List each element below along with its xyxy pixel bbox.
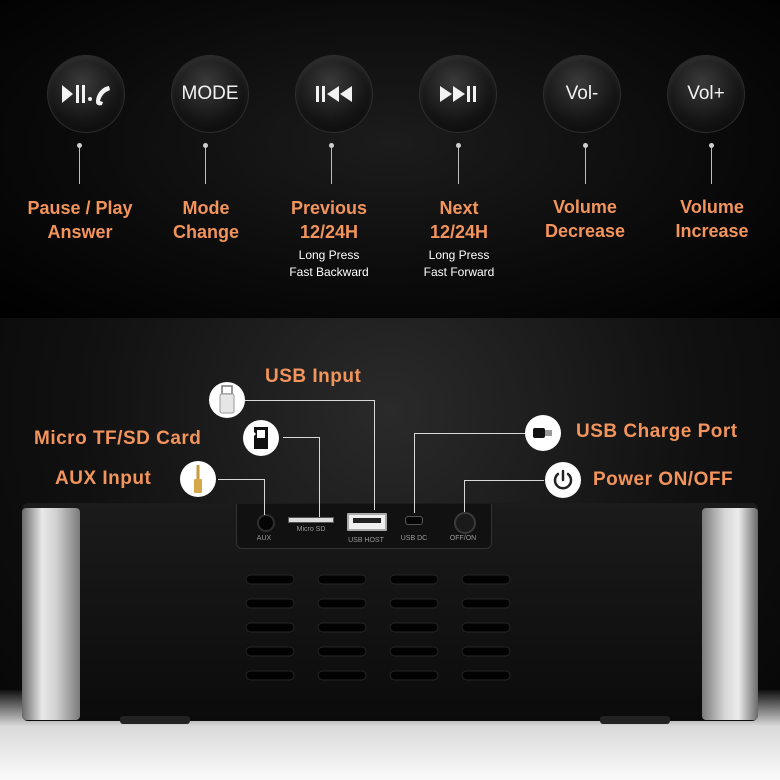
audio-jack-glyph bbox=[194, 465, 202, 493]
micro-usb-cable-icon bbox=[525, 415, 561, 451]
next-button bbox=[420, 56, 496, 132]
off-on-port-label: OFF/ON bbox=[449, 535, 477, 542]
usb-host-port-label: USB HOST bbox=[348, 537, 384, 544]
usb-charge-callout: USB Charge Port bbox=[576, 421, 738, 442]
previous-label: Previous 12/24H bbox=[264, 196, 394, 244]
next-sublabel: Long Press Fast Forward bbox=[394, 247, 524, 281]
usb-dc-port-label: USB DC bbox=[400, 535, 428, 542]
label-line: Volume bbox=[680, 197, 744, 217]
connector-dot bbox=[709, 143, 714, 148]
right-metal-endcap bbox=[702, 508, 758, 720]
micro-sd-card-icon bbox=[243, 420, 279, 456]
volume-increase-label: Volume Increase bbox=[647, 195, 777, 243]
mode-button: MODE bbox=[172, 56, 248, 132]
label-line: Pause / Play bbox=[27, 198, 133, 218]
label-line: Change bbox=[172, 222, 239, 242]
callout-line bbox=[319, 437, 320, 517]
connector-dot bbox=[583, 143, 588, 148]
aux-input-callout: AUX Input bbox=[55, 468, 152, 489]
speaker-grille bbox=[245, 574, 511, 681]
label-line: Next bbox=[439, 198, 479, 218]
speaker-foot bbox=[120, 716, 190, 724]
previous-sublabel: Long Press Fast Backward bbox=[264, 247, 394, 281]
connector-line bbox=[458, 148, 459, 184]
micro-sd-callout: Micro TF/SD Card bbox=[34, 428, 202, 449]
connector-line bbox=[585, 148, 586, 184]
mode-button-label: MODE bbox=[181, 83, 239, 104]
micro-sd-slot bbox=[288, 517, 334, 523]
callout-line bbox=[414, 433, 415, 513]
sublabel-line: Long Press bbox=[298, 248, 360, 262]
label-line: Volume bbox=[553, 197, 617, 217]
micro-usb-cable-glyph bbox=[533, 428, 552, 438]
callout-line bbox=[464, 480, 465, 512]
mode-label: Mode Change bbox=[141, 196, 271, 244]
callout-line bbox=[464, 480, 544, 481]
volume-up-button: Vol+ bbox=[668, 56, 744, 132]
connector-line bbox=[205, 148, 206, 184]
connector-line bbox=[711, 148, 712, 184]
callout-line bbox=[240, 400, 374, 401]
connector-dot bbox=[77, 143, 82, 148]
speaker-foot bbox=[600, 716, 670, 724]
sublabel-line: Fast Forward bbox=[423, 265, 495, 279]
connector-dot bbox=[329, 143, 334, 148]
micro-sd-card-glyph bbox=[254, 427, 268, 449]
audio-jack-icon bbox=[180, 461, 216, 497]
connector-line bbox=[331, 148, 332, 184]
play-pause-call-icon bbox=[62, 85, 110, 106]
label-line: Mode bbox=[182, 198, 230, 218]
pause-play-label: Pause / Play Answer bbox=[15, 196, 145, 244]
callout-line bbox=[264, 479, 265, 515]
label-line: 12/24H bbox=[429, 222, 489, 242]
label-line: Decrease bbox=[544, 221, 626, 241]
usb-host-port bbox=[347, 513, 387, 531]
connector-dot bbox=[203, 143, 208, 148]
sublabel-line: Long Press bbox=[428, 248, 490, 262]
usb-host-port-tongue bbox=[353, 518, 381, 523]
power-glyph bbox=[553, 469, 573, 490]
callout-line bbox=[218, 479, 264, 480]
usb-flash-drive-glyph bbox=[219, 385, 235, 414]
power-switch bbox=[454, 512, 476, 534]
usb-dc-port bbox=[405, 516, 423, 525]
volume-down-label: Vol- bbox=[565, 83, 599, 104]
buttons-panel bbox=[0, 0, 780, 318]
sublabel-line: Fast Backward bbox=[289, 265, 369, 279]
previous-track-icon bbox=[316, 86, 352, 102]
volume-up-label: Vol+ bbox=[687, 83, 725, 104]
power-callout: Power ON/OFF bbox=[593, 469, 734, 490]
next-label: Next 12/24H bbox=[394, 196, 524, 244]
label-line: Increase bbox=[675, 221, 749, 241]
left-metal-endcap bbox=[22, 508, 80, 720]
label-line: Previous bbox=[290, 198, 368, 218]
power-icon bbox=[545, 462, 581, 498]
volume-down-button: Vol- bbox=[544, 56, 620, 132]
aux-jack bbox=[257, 514, 275, 532]
label-line: Answer bbox=[47, 222, 113, 242]
usb-input-callout: USB Input bbox=[265, 366, 362, 387]
callout-line bbox=[414, 433, 526, 434]
connector-dot bbox=[456, 143, 461, 148]
usb-flash-drive-icon bbox=[209, 382, 245, 418]
next-track-icon bbox=[440, 86, 476, 102]
micro-sd-port-label: Micro SD bbox=[296, 526, 326, 533]
volume-decrease-label: Volume Decrease bbox=[520, 195, 650, 243]
connector-line bbox=[79, 148, 80, 184]
previous-button bbox=[296, 56, 372, 132]
play-pause-button bbox=[48, 56, 124, 132]
callout-line bbox=[374, 400, 375, 510]
label-line: 12/24H bbox=[299, 222, 359, 242]
aux-port-label: AUX bbox=[256, 535, 272, 542]
callout-line bbox=[283, 437, 319, 438]
